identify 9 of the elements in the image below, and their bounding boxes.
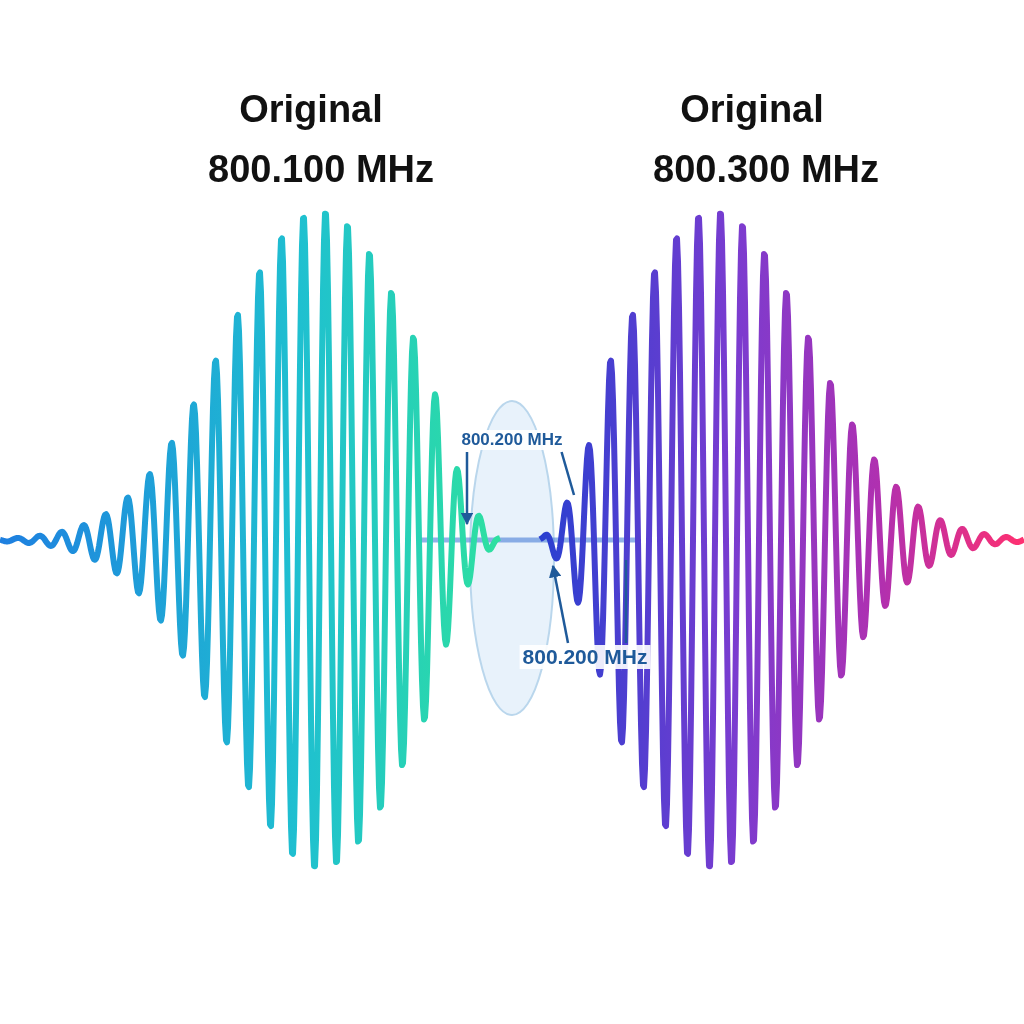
frequency-label: Original bbox=[239, 88, 383, 131]
leader-line bbox=[460, 452, 474, 526]
frequency-callout: 800.200 MHz bbox=[519, 645, 651, 669]
frequency-label: 800.100 MHz bbox=[208, 148, 434, 191]
leader-line bbox=[549, 564, 570, 644]
frequency-label: 800.300 MHz bbox=[653, 148, 879, 191]
frequency-label: Original bbox=[680, 88, 824, 131]
leader-line bbox=[560, 451, 576, 496]
leader-line bbox=[624, 560, 628, 643]
